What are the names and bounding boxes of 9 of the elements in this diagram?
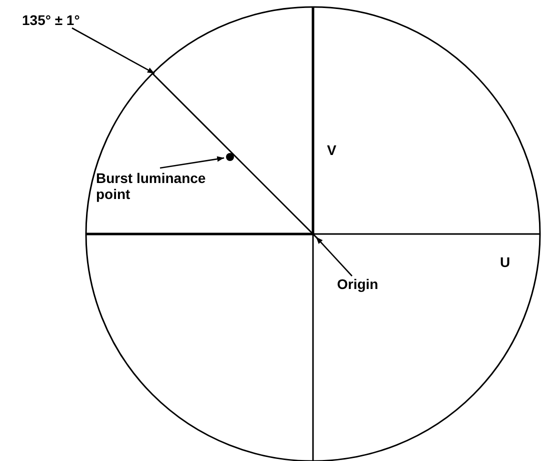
angle-label: 135° ± 1° xyxy=(22,12,80,28)
v-axis-label: V xyxy=(327,142,336,158)
burst-point-label: Burst luminance point xyxy=(96,170,214,202)
burst-point-marker xyxy=(226,153,234,161)
leader-line xyxy=(160,156,224,169)
u-axis-label: U xyxy=(500,254,510,270)
origin-label: Origin xyxy=(337,276,378,292)
leader-line xyxy=(72,27,155,74)
leader-line xyxy=(316,236,352,276)
